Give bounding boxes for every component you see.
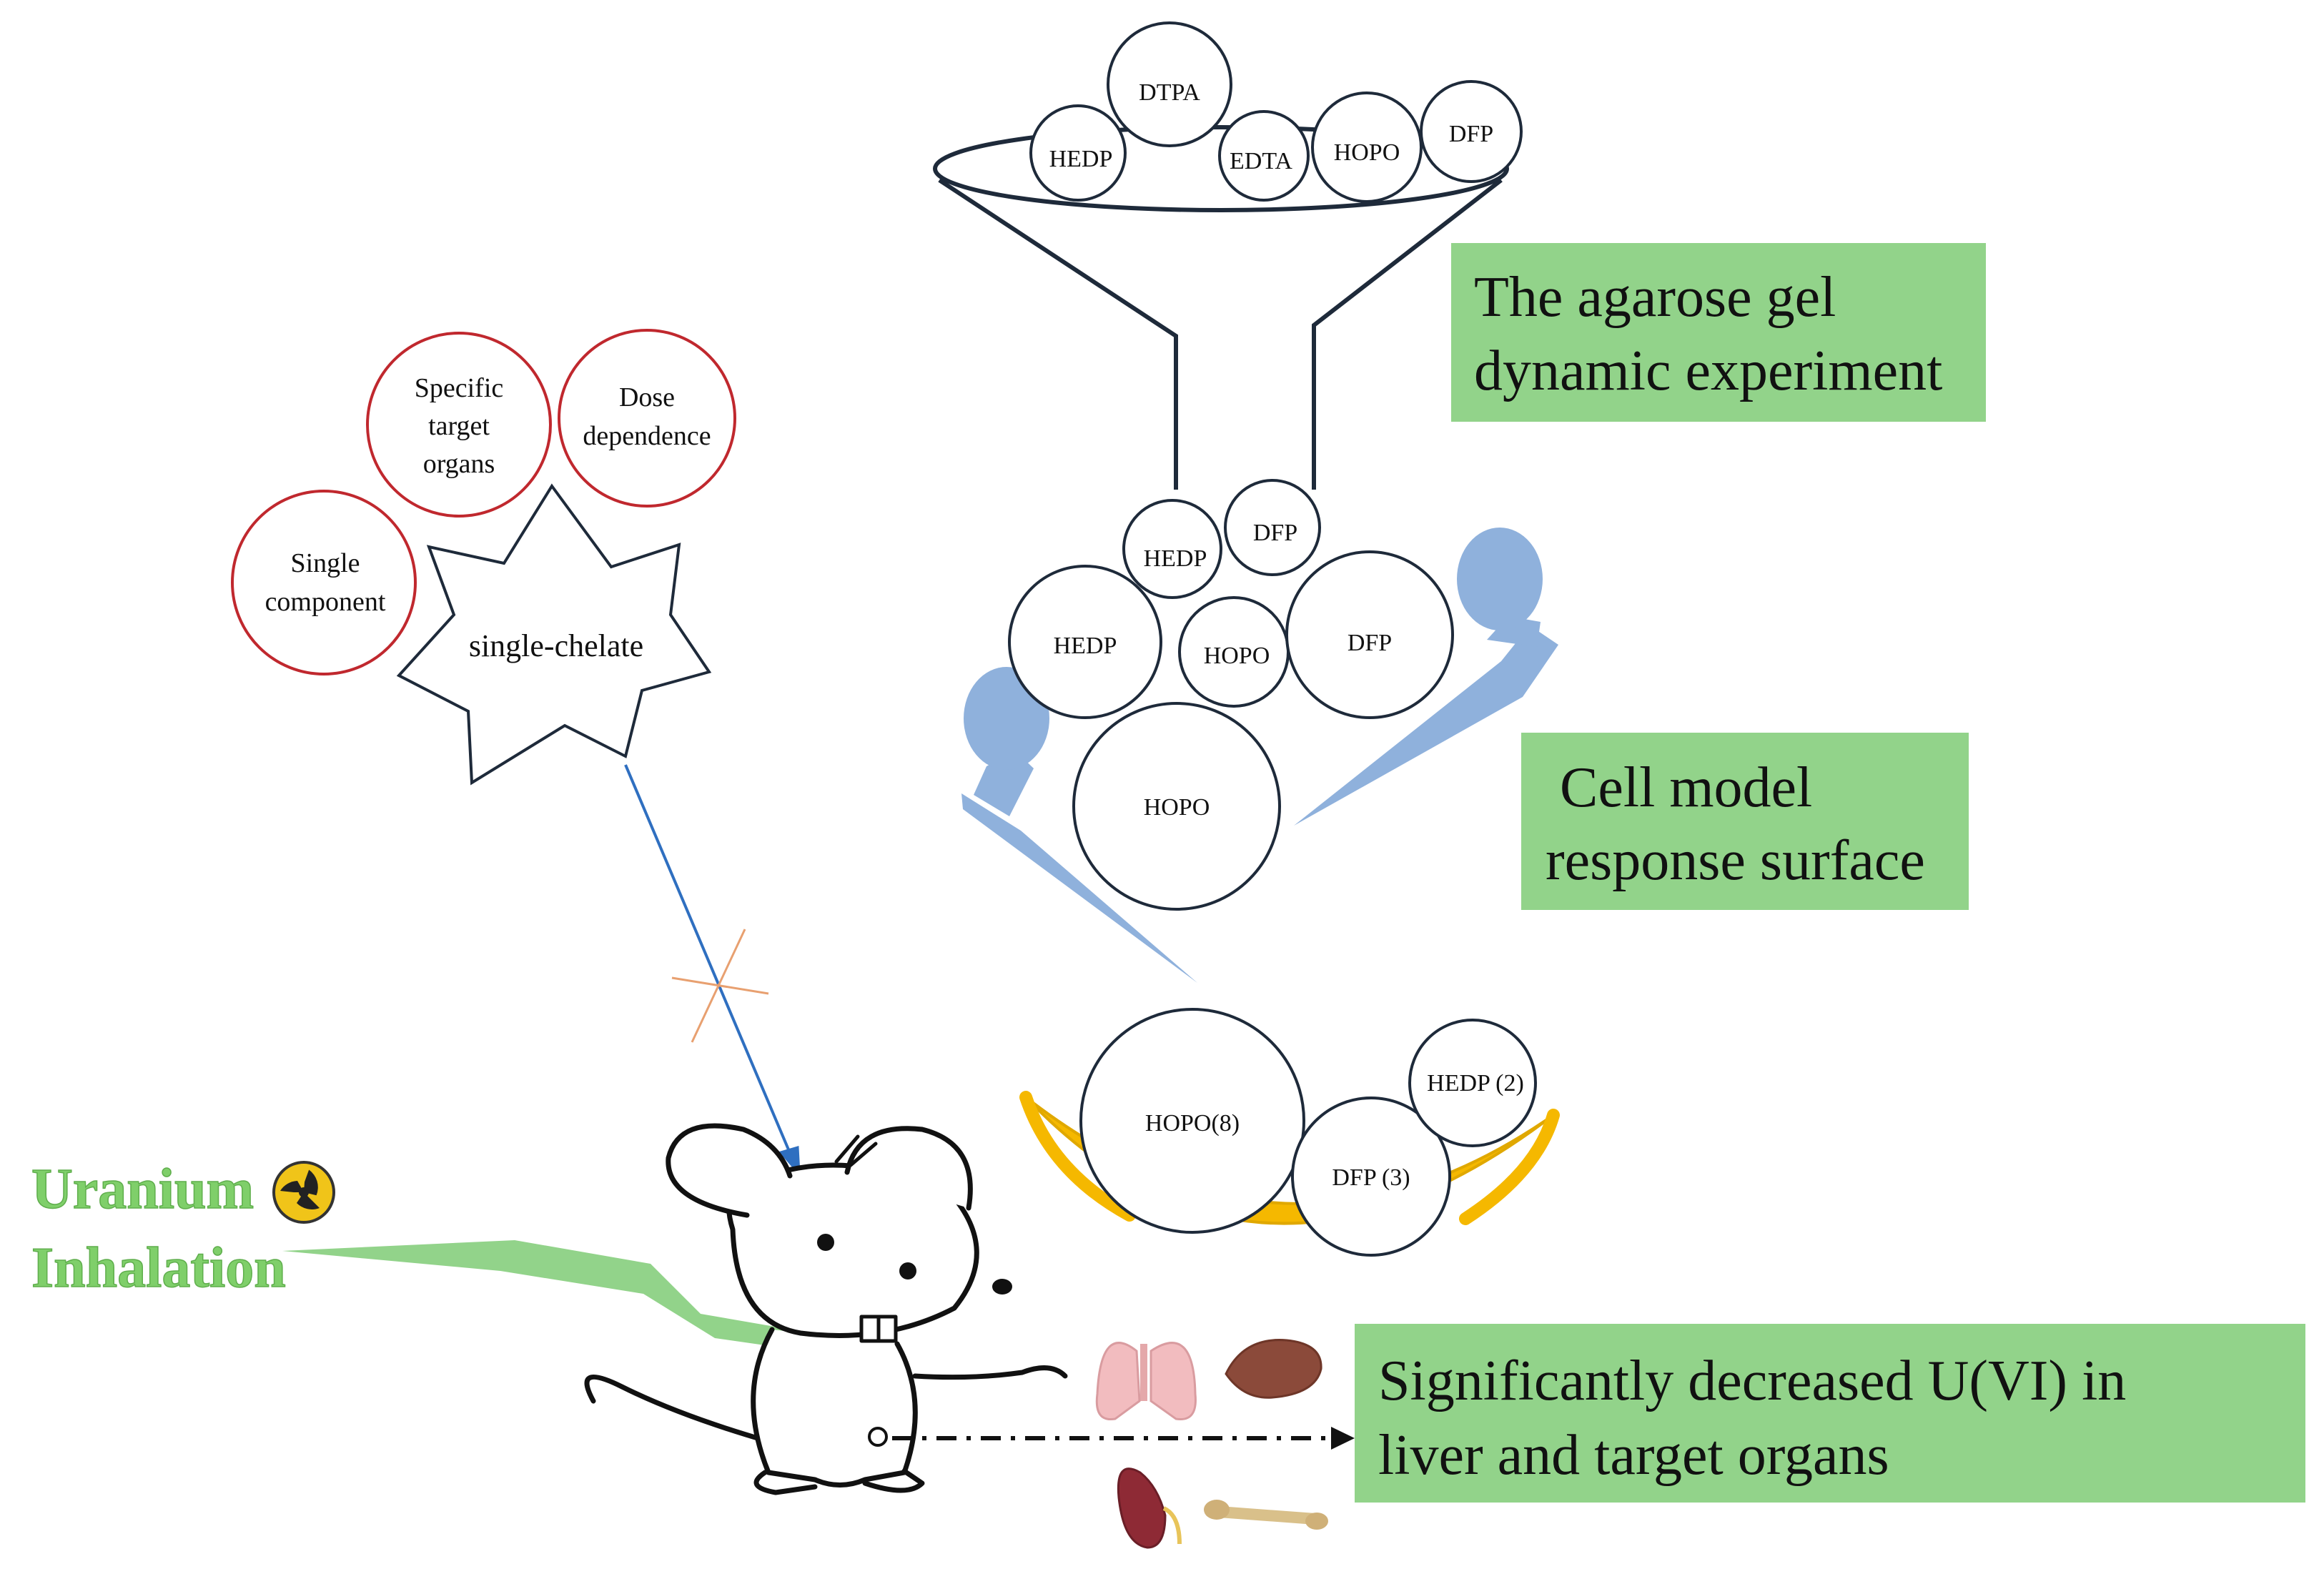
specific-line-1: Specific [415,373,504,403]
funnel-left-wall [938,178,1178,490]
label-hedp-mid: HEDP [1054,633,1117,659]
label-hedp-top: HEDP [1049,146,1113,172]
circle-dfp-mid-small [1224,479,1321,576]
funnel-rim [933,125,1509,212]
result-arrow-head [1331,1427,1355,1450]
cell-model-box: Cell model response surface [1521,733,1969,910]
dose-line-1: Dose [619,382,675,412]
agarose-line-2: dynamic experiment [1474,340,1942,402]
funnel [933,125,1509,490]
label-dtpa: DTPA [1139,79,1200,106]
result-box-bg [1355,1324,2305,1503]
cell-model-box-bg [1521,733,1969,910]
right-arm-neck [1487,616,1541,647]
circle-dfp-mid [1285,550,1454,719]
liver-icon [1225,1339,1322,1399]
bowl-circles [1079,1008,1537,1257]
result-line-2: liver and target organs [1378,1424,1889,1487]
mouse-nose [992,1279,1012,1295]
cell-model-line-1: Cell model [1560,756,1812,819]
mouse-eye-left [817,1234,834,1251]
circle-edta [1218,110,1310,202]
specific-line-2: target [428,411,490,441]
circle-dose-dependence [558,329,736,508]
mouse-navel [868,1427,888,1447]
right-arm-knob [1457,528,1543,630]
circle-dtpa [1107,21,1232,147]
blue-arms [961,528,1558,983]
result-box: Significantly decreased U(VI) in liver a… [1355,1324,2305,1503]
top-chelate-circles [1029,21,1523,203]
label-hedp-mid-small: HEDP [1144,545,1207,572]
single-line-2: component [265,587,386,617]
circle-hedp2 [1408,1019,1537,1147]
red-circles [231,329,736,675]
mouse-face [817,1234,1012,1447]
label-hopo-large: HOPO [1144,794,1210,821]
gold-bowl-right-lip [1459,1109,1560,1225]
blocked-arrow [624,764,801,1177]
bone-icon [1204,1500,1328,1530]
circle-hopo-top [1311,91,1423,203]
label-hopo8: HOPO(8) [1145,1110,1240,1137]
agarose-line-1: The agarose gel [1474,266,1836,329]
circle-specific-target [366,332,552,518]
uranium-label: Uranium [31,1158,254,1221]
result-line-1: Significantly decreased U(VI) in [1378,1350,2126,1412]
circle-hedp-mid [1008,565,1162,719]
label-edta: EDTA [1230,148,1292,174]
label-hopo-top: HOPO [1334,139,1400,166]
label-hedp2: HEDP (2) [1427,1070,1524,1097]
dose-line-2: dependence [583,421,711,451]
cross-line-1 [671,976,769,995]
mid-chelate-circles [1008,479,1454,911]
inhalation-label: Inhalation [31,1237,286,1300]
result-arrow [892,1427,1355,1450]
radiation-icon [272,1161,335,1224]
circle-single-component [231,490,417,675]
gold-bowl-left-lip [1019,1091,1136,1222]
mouse-eye-right [899,1262,916,1280]
cross-line-2 [691,929,746,1043]
mid-chelate-labels: HEDP DFP HEDP HOPO DFP HOPO [1054,520,1393,821]
inhalation-bolt [282,1240,865,1360]
circle-hopo-large [1072,702,1281,911]
single-chelate-star [396,483,712,786]
cell-model-line-2: response surface [1546,829,1925,892]
label-dfp3: DFP (3) [1332,1164,1410,1191]
right-arm [1294,625,1558,826]
circle-dfp-top [1420,80,1523,183]
circle-dfp3 [1291,1097,1451,1257]
agarose-box: The agarose gel dynamic experiment [1451,243,1986,422]
top-chelate-labels: DTPA HEDP EDTA HOPO DFP [1049,79,1494,174]
bowl-labels: HOPO(8) DFP (3) HEDP (2) [1145,1070,1524,1191]
left-arm [961,793,1197,983]
label-dfp-mid-small: DFP [1253,520,1297,546]
red-circle-labels: Specific target organs Dose dependence S… [265,373,711,617]
single-line-1: Single [290,548,360,578]
specific-line-3: organs [423,449,495,479]
lungs-icon [1095,1342,1197,1421]
funnel-right-wall [1312,178,1503,490]
label-dfp-top: DFP [1449,121,1493,147]
circle-hedp-top [1029,104,1127,202]
single-chelate-label: single-chelate [469,628,643,663]
label-hopo-mid: HOPO [1204,643,1270,669]
circle-hedp-mid-small [1122,499,1222,599]
kidney-icon [1117,1467,1182,1549]
circle-hopo8 [1079,1008,1305,1234]
agarose-box-bg [1451,243,1986,422]
arrow-line [624,764,793,1159]
label-dfp-mid: DFP [1348,630,1392,656]
